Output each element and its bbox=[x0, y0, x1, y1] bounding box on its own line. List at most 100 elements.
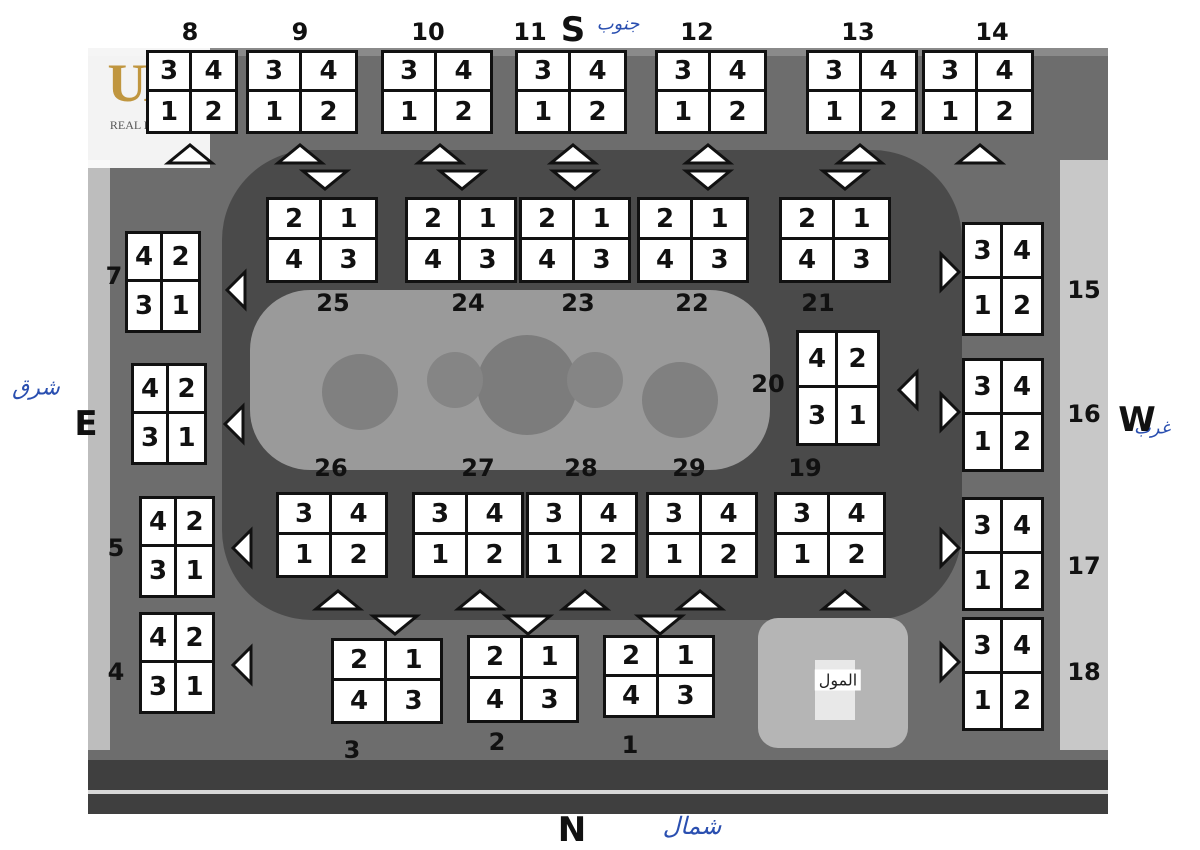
unit-number: 1 bbox=[848, 400, 867, 431]
arrow-right bbox=[939, 250, 962, 294]
building-number-label: 3 bbox=[343, 736, 361, 764]
arrow-up bbox=[413, 143, 467, 165]
unit-number: 1 bbox=[965, 674, 1003, 728]
unit-number: 4 bbox=[978, 53, 1031, 92]
unit-number: 3 bbox=[676, 680, 695, 711]
unit-number: 4 bbox=[702, 495, 755, 535]
compass-east: E bbox=[74, 404, 98, 444]
unit-number: 4 bbox=[1003, 361, 1041, 415]
unit-number: 3 bbox=[142, 663, 177, 711]
unit-number: 3 bbox=[339, 245, 358, 275]
arrow-down bbox=[818, 169, 872, 191]
unit-number: 3 bbox=[384, 53, 437, 92]
unit-number: 3 bbox=[128, 282, 163, 330]
unit-number: 4 bbox=[606, 676, 659, 715]
arrow-right bbox=[939, 526, 962, 570]
unit-number: 1 bbox=[693, 200, 746, 240]
unit-number: 1 bbox=[529, 535, 582, 575]
unit-number: 3 bbox=[965, 500, 1003, 554]
arrow-up bbox=[953, 143, 1007, 165]
unit-number: 1 bbox=[523, 638, 576, 679]
unit-number: 1 bbox=[649, 535, 702, 575]
unit-number: 2 bbox=[728, 96, 747, 127]
unit-number: 2 bbox=[588, 96, 607, 127]
unit-number: 2 bbox=[1012, 686, 1032, 716]
compass-west: W bbox=[1118, 400, 1156, 440]
unit-number: 2 bbox=[454, 96, 473, 127]
building-number-label: 7 bbox=[105, 262, 123, 290]
unit-number: 1 bbox=[322, 200, 375, 240]
unit-number: 2 bbox=[349, 540, 368, 570]
arrow-down bbox=[435, 169, 489, 191]
unit-number: 2 bbox=[470, 638, 523, 679]
arrow-up bbox=[673, 589, 727, 611]
unit-number: 3 bbox=[965, 361, 1003, 415]
building-number-label: 5 bbox=[107, 534, 125, 562]
unit-number: 1 bbox=[177, 423, 196, 453]
building-number-label: 8 bbox=[181, 18, 199, 46]
unit-number: 4 bbox=[192, 53, 235, 92]
unit-number: 2 bbox=[995, 96, 1014, 127]
unit-number: 1 bbox=[925, 92, 978, 131]
unit-number: 3 bbox=[777, 495, 830, 535]
arrow-up bbox=[558, 589, 612, 611]
unit-number: 2 bbox=[1012, 427, 1032, 457]
unit-number: 3 bbox=[965, 620, 1003, 674]
unit-number: 1 bbox=[185, 672, 204, 702]
arrow-up bbox=[453, 589, 507, 611]
arrow-left bbox=[222, 402, 245, 446]
unit-number: 2 bbox=[408, 200, 461, 240]
unit-number: 4 bbox=[1003, 225, 1041, 279]
arrow-right bbox=[939, 390, 962, 434]
unit-number: 4 bbox=[799, 333, 838, 388]
building-number-label: 14 bbox=[975, 18, 1009, 46]
building-number-label: 2 bbox=[488, 728, 506, 756]
unit-number: 3 bbox=[415, 495, 468, 535]
unit-number: 1 bbox=[279, 535, 332, 575]
arrow-up bbox=[833, 143, 887, 165]
unit-number: 3 bbox=[529, 495, 582, 535]
handwritten-east: شرق bbox=[12, 375, 60, 401]
building-number-label: 24 bbox=[451, 289, 485, 317]
building-number-label: 20 bbox=[751, 370, 785, 398]
unit-number: 4 bbox=[862, 53, 915, 92]
unit-number: 2 bbox=[1012, 291, 1032, 321]
unit-number: 1 bbox=[415, 535, 468, 575]
unit-number: 1 bbox=[185, 556, 204, 586]
unit-number: 3 bbox=[279, 495, 332, 535]
arrow-up bbox=[546, 143, 600, 165]
arrow-left bbox=[230, 643, 253, 687]
unit-number: 3 bbox=[592, 245, 611, 275]
unit-number: 3 bbox=[249, 53, 302, 92]
unit-number: 4 bbox=[142, 615, 177, 663]
unit-number: 3 bbox=[478, 245, 497, 275]
unit-number: 3 bbox=[149, 53, 192, 92]
unit-number: 1 bbox=[659, 638, 712, 677]
unit-number: 4 bbox=[522, 240, 575, 280]
building-number-label: 21 bbox=[801, 289, 835, 317]
arrow-left bbox=[224, 268, 247, 312]
unit-number: 1 bbox=[171, 291, 190, 321]
unit-number: 1 bbox=[835, 200, 888, 240]
unit-number: 4 bbox=[830, 495, 883, 535]
building-number-label: 22 bbox=[675, 289, 709, 317]
unit-number: 2 bbox=[879, 96, 898, 127]
building-number-label: 9 bbox=[291, 18, 309, 46]
unit-number: 2 bbox=[640, 200, 693, 240]
handwritten-north: شمال bbox=[662, 812, 722, 840]
arrow-up bbox=[163, 143, 217, 165]
handwritten-south: جنوب bbox=[596, 13, 640, 35]
unit-number: 2 bbox=[163, 234, 198, 282]
